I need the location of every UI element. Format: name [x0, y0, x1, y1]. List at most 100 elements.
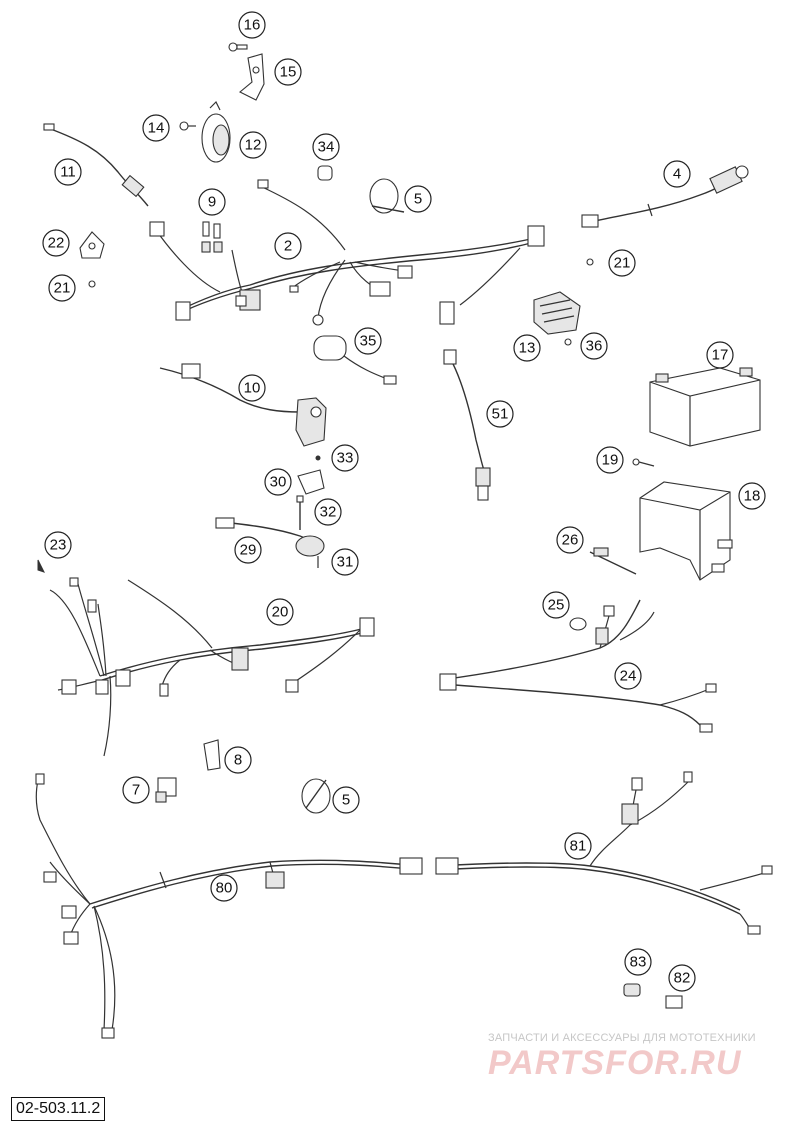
svg-text:8: 8 [234, 752, 242, 769]
svg-text:21: 21 [614, 255, 631, 272]
callout-30: 30 [264, 468, 292, 496]
svg-text:34: 34 [318, 139, 335, 156]
callout-14: 14 [142, 114, 170, 142]
clip-part-22 [79, 231, 105, 259]
cable-tie-part-5-lower [301, 778, 331, 814]
svg-text:4: 4 [673, 166, 681, 183]
watermark-tagline: ЗАПЧАСТИ И АКСЕССУАРЫ ДЛЯ МОТОТЕХНИКИ [488, 1032, 756, 1044]
callout-36: 36 [580, 332, 608, 360]
svg-text:13: 13 [519, 340, 536, 357]
bracket-part-15 [239, 53, 265, 101]
screw-part-36 [564, 338, 572, 346]
callout-5-top: 5 [404, 185, 432, 213]
svg-text:24: 24 [620, 668, 637, 685]
screw-part-32 [296, 495, 304, 530]
svg-text:31: 31 [337, 554, 354, 571]
connector-part-82 [665, 995, 683, 1009]
svg-text:9: 9 [208, 194, 216, 211]
callout-34: 34 [312, 133, 340, 161]
bracket-part-30 [297, 469, 325, 495]
svg-text:30: 30 [270, 474, 287, 491]
callout-18: 18 [738, 482, 766, 510]
cable-tie-part-5 [369, 178, 405, 214]
callout-10: 10 [238, 374, 266, 402]
callout-15: 15 [274, 58, 302, 86]
callout-25: 25 [542, 591, 570, 619]
svg-text:83: 83 [630, 954, 647, 971]
harness-part-80 [35, 773, 423, 1039]
callout-13: 13 [513, 334, 541, 362]
grommet-part-34 [317, 165, 333, 181]
callout-7: 7 [122, 776, 150, 804]
watermark-logo: PARTSFOR.RU [488, 1044, 742, 1082]
svg-text:51: 51 [492, 406, 509, 423]
horn-part-12 [201, 100, 231, 163]
callout-32: 32 [314, 498, 342, 526]
screw-part-14 [179, 121, 196, 131]
svg-text:21: 21 [54, 280, 71, 297]
harness-part-81 [435, 771, 773, 935]
nut-part-33 [315, 455, 321, 461]
callout-21-right: 21 [608, 249, 636, 277]
callout-12: 12 [239, 131, 267, 159]
cable-part-4 [581, 165, 749, 228]
svg-text:12: 12 [245, 137, 262, 154]
relay-part-7 [155, 777, 177, 803]
svg-text:33: 33 [337, 450, 354, 467]
switch-part-10 [159, 363, 327, 447]
callout-29: 29 [234, 536, 262, 564]
callout-8: 8 [224, 746, 252, 774]
callout-35: 35 [354, 327, 382, 355]
svg-text:82: 82 [674, 970, 691, 987]
callout-16: 16 [238, 11, 266, 39]
screw-part-19 [632, 458, 655, 467]
cable-part-11 [43, 123, 149, 207]
svg-text:32: 32 [320, 504, 337, 521]
battery-bracket-part-18 [639, 481, 733, 581]
sensor-part-51 [443, 349, 491, 501]
callout-9: 9 [198, 188, 226, 216]
callout-19: 19 [596, 446, 624, 474]
callout-5-bottom: 5 [332, 786, 360, 814]
grommet-part-25 [569, 617, 587, 631]
callout-11: 11 [54, 158, 82, 186]
svg-text:5: 5 [414, 191, 422, 208]
callout-80: 80 [210, 874, 238, 902]
diagram-code-label: 02-503.11.2 [11, 1097, 106, 1121]
cable-part-26 [589, 547, 637, 575]
svg-text:2: 2 [284, 238, 292, 255]
voltage-regulator-part-13 [533, 291, 581, 335]
callout-20: 20 [266, 598, 294, 626]
svg-text:18: 18 [744, 488, 761, 505]
relay-part-35 [313, 335, 397, 385]
svg-text:25: 25 [548, 597, 565, 614]
callout-21-left: 21 [48, 274, 76, 302]
callout-31: 31 [331, 548, 359, 576]
callout-4: 4 [663, 160, 691, 188]
svg-text:15: 15 [280, 64, 297, 81]
battery-part-17 [649, 367, 761, 447]
svg-text:14: 14 [148, 120, 165, 137]
callout-83: 83 [624, 948, 652, 976]
harness-part-24 [439, 599, 717, 733]
callout-33: 33 [331, 444, 359, 472]
callout-81: 81 [564, 832, 592, 860]
callout-2: 2 [274, 232, 302, 260]
harness-part-20 [49, 577, 375, 757]
svg-text:5: 5 [342, 792, 350, 809]
svg-text:29: 29 [240, 542, 257, 559]
svg-text:19: 19 [602, 452, 619, 469]
svg-text:10: 10 [244, 380, 261, 397]
svg-text:80: 80 [216, 880, 233, 897]
svg-text:23: 23 [50, 537, 67, 554]
callout-23: 23 [44, 531, 72, 559]
callout-26: 26 [556, 526, 584, 554]
main-harness-part-2 [149, 179, 545, 326]
sensor-cable-part-29 [215, 517, 325, 557]
callout-17: 17 [706, 341, 734, 369]
callout-51: 51 [486, 400, 514, 428]
svg-text:7: 7 [132, 782, 140, 799]
svg-text:16: 16 [244, 17, 261, 34]
svg-text:35: 35 [360, 333, 377, 350]
